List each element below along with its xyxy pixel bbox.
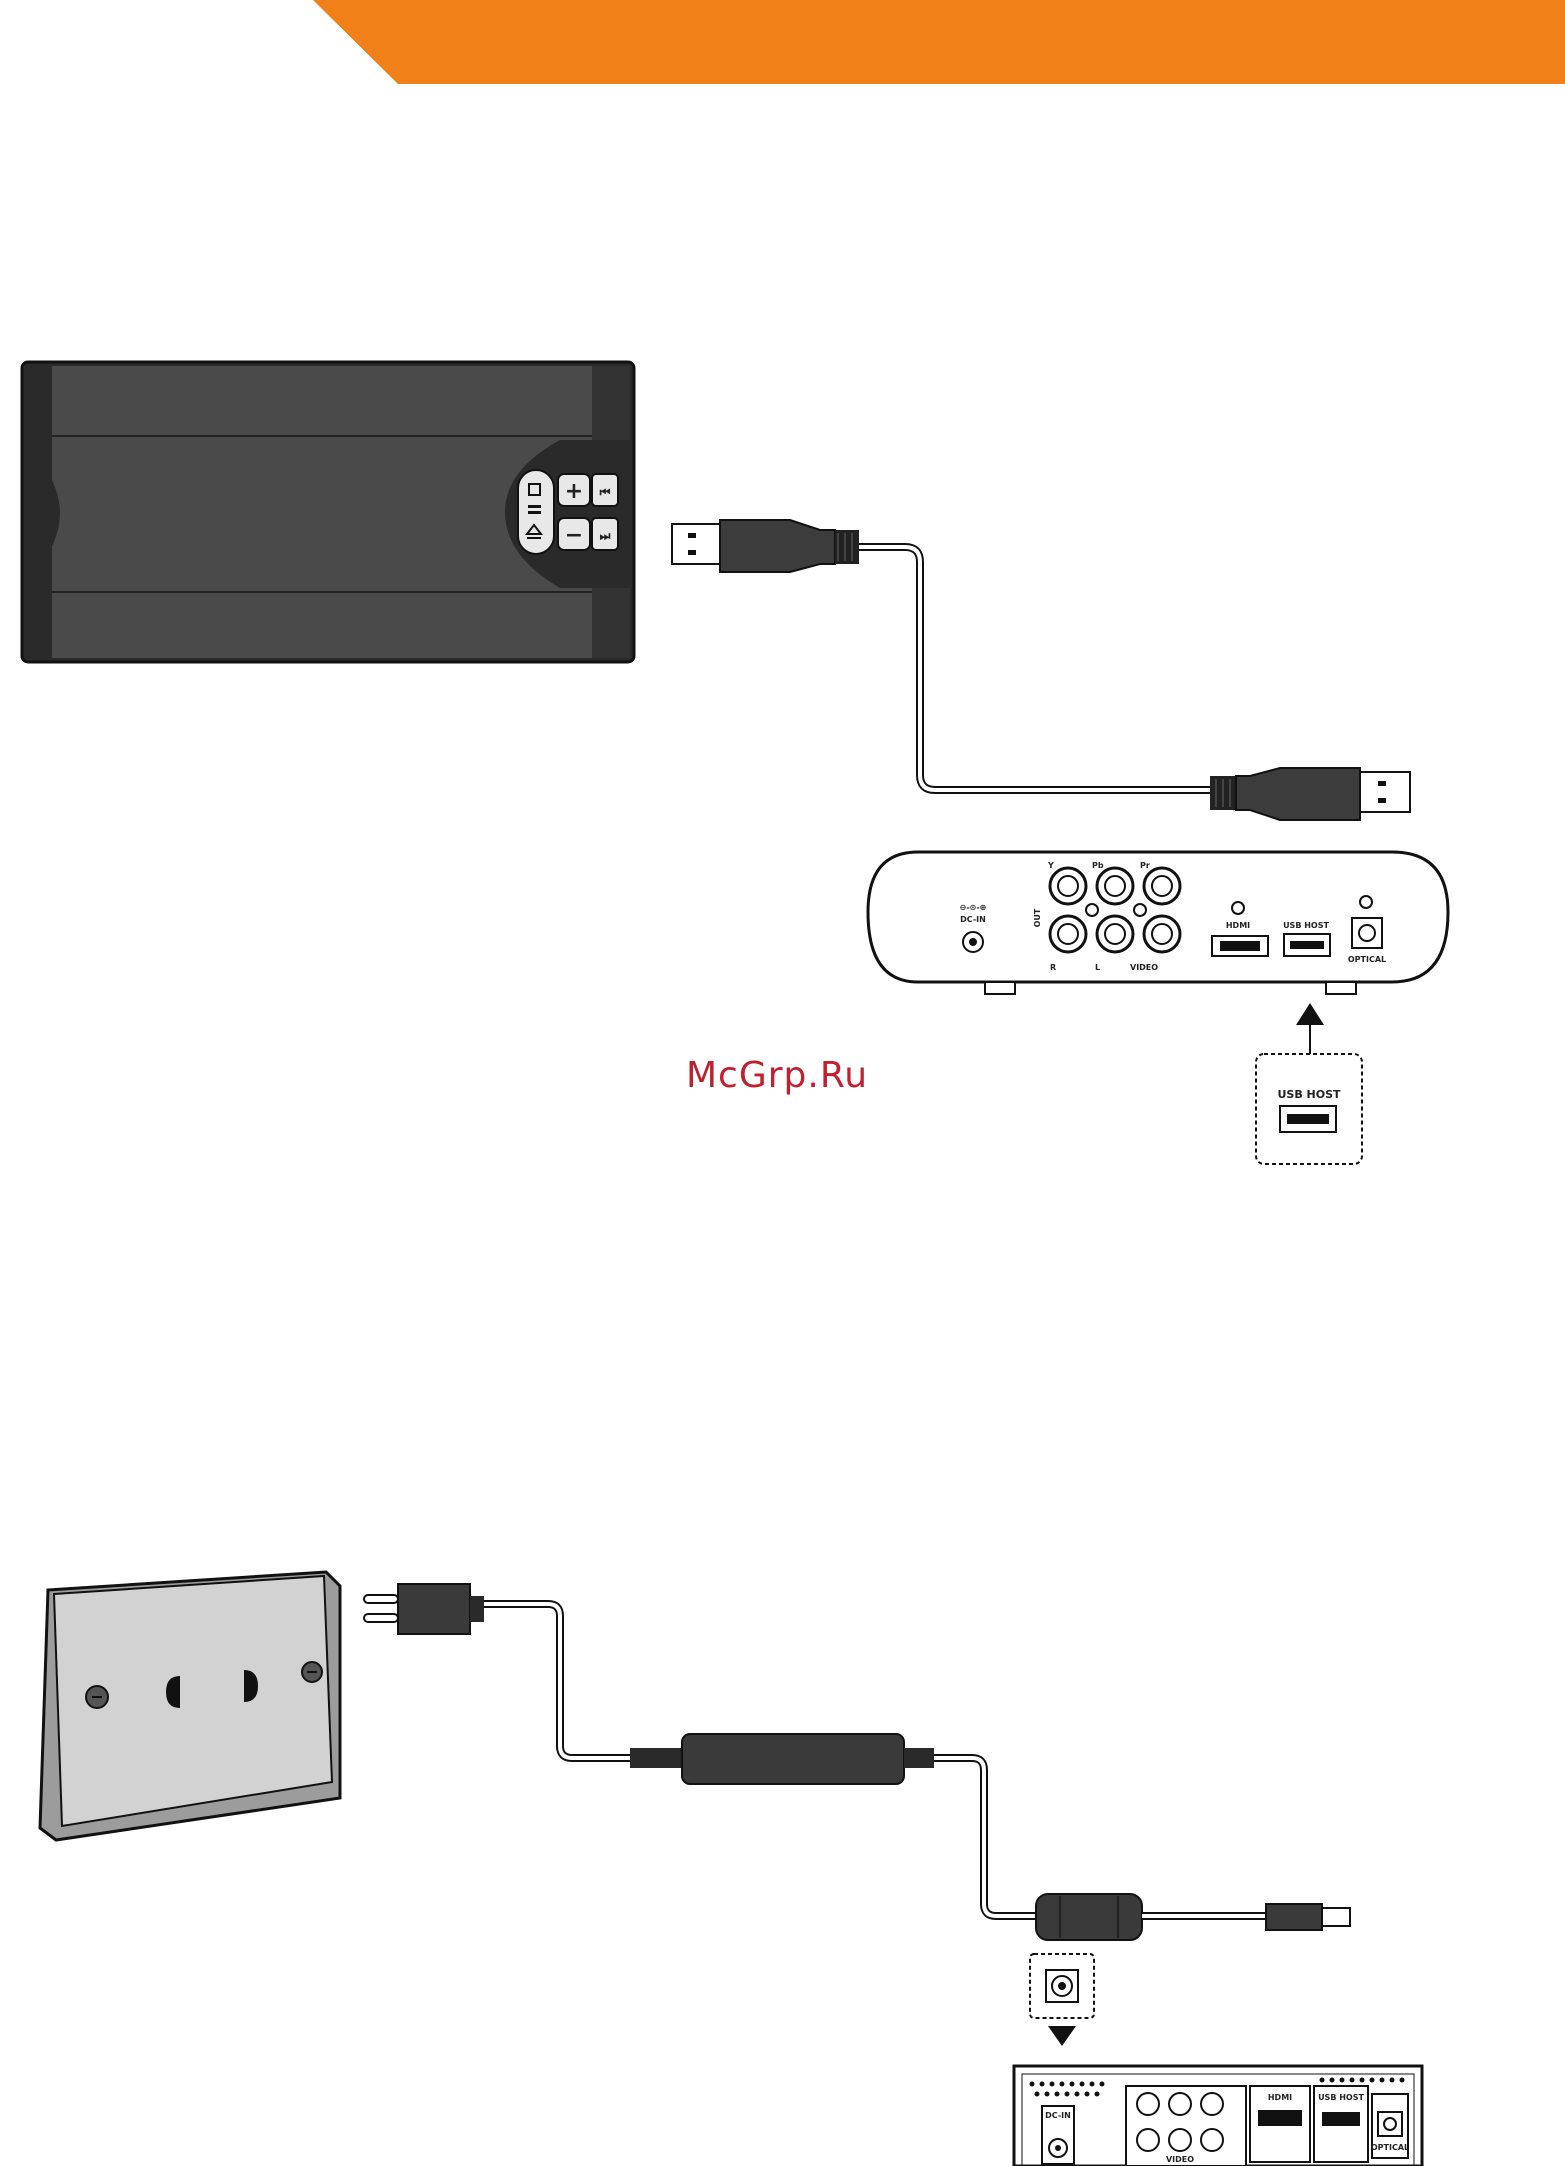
power-adapter [630, 1734, 934, 1784]
power-plug [364, 1584, 484, 1634]
minus-icon[interactable]: − [565, 523, 583, 548]
arrow-down-icon [1048, 2026, 1076, 2046]
next-track-icon[interactable]: ⏭ [600, 529, 611, 543]
optical-label-power: OPTICAL [1371, 2143, 1409, 2152]
usb-host-label-power: USB HOST [1318, 2093, 1364, 2102]
usb-plug-bottom [1210, 768, 1410, 820]
hdmi-label-power: HDMI [1268, 2093, 1292, 2102]
usb-cable [858, 547, 1212, 790]
dc-in-polarity-label: ⊖-⊙-⊕ [960, 903, 987, 912]
rca-port-video[interactable] [1144, 916, 1180, 952]
plus-icon[interactable]: + [565, 479, 583, 504]
out-label: OUT [1033, 908, 1042, 927]
vent-holes-right [1320, 2078, 1405, 2083]
callout-label: USB HOST [1277, 1088, 1341, 1101]
rca-port-y[interactable] [1050, 868, 1086, 904]
rca-port-audio-l[interactable] [1097, 916, 1133, 952]
usb-plug-top [672, 520, 859, 572]
y-label: Y [1047, 861, 1054, 870]
dc-barrel-plug [1036, 1894, 1350, 1940]
optical-label: OPTICAL [1348, 955, 1386, 964]
usb-connection-diagram: + − ⏮ ⏭ [22, 362, 1448, 1164]
watermark: McGrp.Ru [686, 1055, 868, 1096]
hdmi-port[interactable] [1212, 936, 1268, 956]
external-hard-drive: + − ⏮ ⏭ [22, 362, 634, 662]
r-label: R [1050, 963, 1056, 972]
l-label: L [1095, 963, 1100, 972]
rca-port-pb[interactable] [1097, 868, 1133, 904]
hdmi-port-power[interactable] [1258, 2110, 1302, 2126]
dc-in-label: DC-IN [960, 915, 986, 924]
media-player-rear-panel: ⊖-⊙-⊕ DC-IN OUT Y Pb Pr [868, 852, 1448, 994]
optical-port[interactable] [1352, 918, 1382, 948]
hdmi-label: HDMI [1226, 921, 1250, 930]
pb-label: Pb [1092, 861, 1104, 870]
media-player-rear-panel-power: DC-IN VIDEO HDMI USB HOST OPTICAL [1014, 2066, 1422, 2166]
rca-port-pr[interactable] [1144, 868, 1180, 904]
previous-track-icon[interactable]: ⏮ [600, 485, 611, 499]
dc-in-label-power: DC-IN [1045, 2111, 1071, 2120]
usb-host-label: USB HOST [1283, 921, 1329, 930]
usb-host-port[interactable] [1284, 934, 1330, 956]
optical-port-power[interactable] [1378, 2112, 1402, 2136]
power-connection-diagram: DC-IN VIDEO HDMI USB HOST OPTICAL [40, 1572, 1422, 2166]
usb-host-callout: USB HOST [1256, 1054, 1362, 1164]
video-label-power: VIDEO [1166, 2155, 1194, 2164]
usb-host-port-power[interactable] [1322, 2112, 1360, 2126]
arrow-up-icon [1296, 1003, 1324, 1025]
orange-header-band [313, 0, 1565, 84]
dc-in-callout [1030, 1954, 1094, 2046]
video-label: VIDEO [1130, 963, 1158, 972]
rca-port-audio-r[interactable] [1050, 916, 1086, 952]
pr-label: Pr [1140, 861, 1150, 870]
wall-socket [40, 1572, 340, 1840]
